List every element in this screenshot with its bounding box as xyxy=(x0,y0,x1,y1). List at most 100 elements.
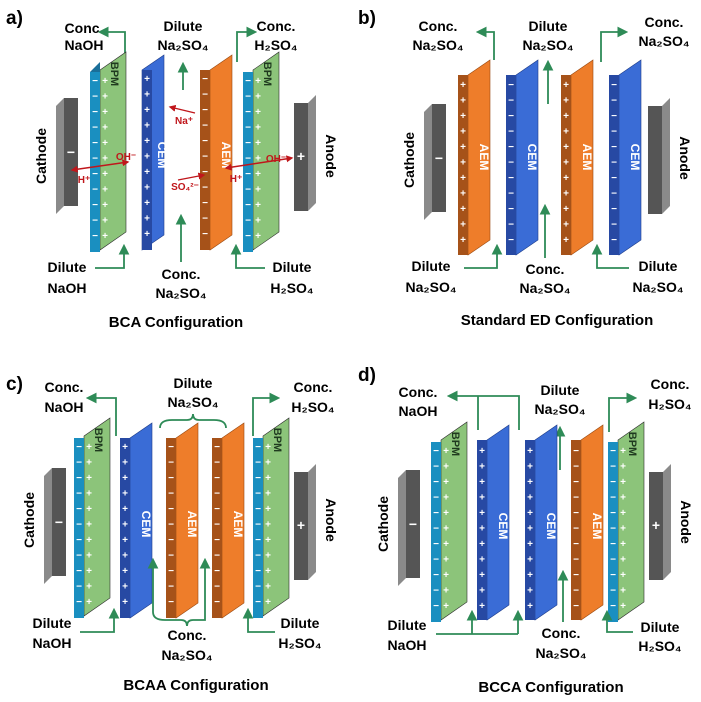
membrane-label: BPM xyxy=(271,428,283,452)
charge-glyph: + xyxy=(620,508,626,519)
stream-label: Dilute xyxy=(48,259,87,275)
stream-label: Dilute xyxy=(529,18,568,34)
grouping-brace xyxy=(152,580,206,627)
stream-label: NaOH xyxy=(65,37,104,53)
charge-glyph: + xyxy=(620,539,626,550)
charge-glyph: + xyxy=(255,138,261,149)
charge-glyph: − xyxy=(508,96,514,107)
charge-glyph: + xyxy=(102,76,108,87)
charge-glyph: + xyxy=(102,231,108,242)
charge-glyph: − xyxy=(168,458,174,469)
charge-glyph: + xyxy=(255,123,261,134)
charge-glyph: + xyxy=(265,582,271,593)
charge-glyph: − xyxy=(611,96,617,107)
charge-glyph: − xyxy=(573,555,579,566)
charge-glyph: − xyxy=(611,80,617,91)
electrode-label: Cathode xyxy=(401,132,417,188)
panel-caption: BCCA Configuration xyxy=(478,679,623,696)
charge-glyph: − xyxy=(508,127,514,138)
charge-glyph: + xyxy=(86,566,92,577)
charge-glyph: + xyxy=(460,80,466,91)
cathode-electrode: − xyxy=(56,98,78,214)
stream-label: Dilute xyxy=(639,258,678,274)
charge-glyph: − xyxy=(76,566,82,577)
charge-glyph: − xyxy=(92,92,98,103)
charge-glyph: − xyxy=(168,582,174,593)
inlet-arrow xyxy=(242,607,275,633)
charge-glyph: + xyxy=(527,586,533,597)
stream-label: H₂SO₄ xyxy=(278,635,321,651)
stream-label: Dilute xyxy=(281,615,320,631)
charge-glyph: + xyxy=(144,183,150,194)
stream-label: Dilute xyxy=(174,375,213,391)
charge-glyph: − xyxy=(168,442,174,453)
charge-glyph: − xyxy=(610,586,616,597)
ion-arrow xyxy=(70,159,130,173)
stream-label: Conc. xyxy=(45,379,84,395)
membrane-label: BPM xyxy=(92,428,104,452)
charge-glyph: − xyxy=(255,520,261,531)
panel-caption: BCA Configuration xyxy=(109,314,243,331)
cathode-electrode: − xyxy=(424,104,446,220)
charge-glyph: − xyxy=(214,535,220,546)
membrane-label: CEM xyxy=(155,142,169,169)
charge-glyph: + xyxy=(563,127,569,138)
charge-glyph: − xyxy=(610,477,616,488)
stream-label: Conc. xyxy=(162,266,201,282)
membrane-label: BPM xyxy=(261,62,273,86)
charge-glyph: + xyxy=(527,570,533,581)
cem-membrane: CEM xyxy=(141,54,169,251)
charge-glyph: − xyxy=(245,123,251,134)
charge-glyph: − xyxy=(611,173,617,184)
charge-glyph: + xyxy=(460,189,466,200)
charge-glyph: − xyxy=(92,138,98,149)
charge-glyph: + xyxy=(620,493,626,504)
membrane-label: AEM xyxy=(185,511,199,538)
charge-glyph: + xyxy=(563,96,569,107)
charge-glyph: + xyxy=(144,74,150,85)
stream-label: Na₂SO₄ xyxy=(405,279,456,295)
panel-b: b) Conc. Na₂SO₄ Dilute Na₂SO₄ Conc. Na₂S… xyxy=(358,8,693,329)
charge-glyph: + xyxy=(265,566,271,577)
bpm-membrane: BPM xyxy=(608,421,645,622)
charge-glyph: − xyxy=(202,136,208,147)
charge-glyph: − xyxy=(611,189,617,200)
outlet-arrow xyxy=(449,396,520,430)
charge-glyph: + xyxy=(527,446,533,457)
stream-label: Na₂SO₄ xyxy=(157,37,208,53)
charge-glyph: + xyxy=(122,442,128,453)
electrode-sign: + xyxy=(297,148,305,164)
charge-glyph: − xyxy=(168,535,174,546)
charge-glyph: − xyxy=(433,508,439,519)
aem-membrane: AEM xyxy=(458,59,491,256)
electrode-sign: − xyxy=(409,516,417,532)
panel-letter: d) xyxy=(358,365,376,386)
outlet-arrow xyxy=(252,392,281,436)
charge-glyph: − xyxy=(202,105,208,116)
charge-glyph: + xyxy=(443,462,449,473)
charge-glyph: + xyxy=(144,167,150,178)
charge-glyph: + xyxy=(265,489,271,500)
charge-glyph: + xyxy=(563,235,569,246)
charge-glyph: − xyxy=(255,582,261,593)
stream-label: Na₂SO₄ xyxy=(412,37,463,53)
charge-glyph: − xyxy=(76,535,82,546)
panel-d: d) Conc. NaOH Dilute Na₂SO₄ Conc. H₂SO₄ … xyxy=(358,365,694,696)
charge-glyph: + xyxy=(102,185,108,196)
charge-glyph: + xyxy=(255,169,261,180)
charge-glyph: − xyxy=(214,597,220,608)
inlet-arrow xyxy=(591,243,629,269)
charge-glyph: + xyxy=(122,520,128,531)
stream-label: Dilute xyxy=(388,617,427,633)
electrode-label: Cathode xyxy=(375,496,391,552)
charge-glyph: − xyxy=(610,462,616,473)
charge-glyph: + xyxy=(460,173,466,184)
charge-glyph: + xyxy=(460,220,466,231)
charge-glyph: + xyxy=(460,158,466,169)
aem-membrane: AEM xyxy=(200,54,233,251)
charge-glyph: − xyxy=(573,446,579,457)
charge-glyph: + xyxy=(527,555,533,566)
membrane-label: CEM xyxy=(139,511,153,538)
membrane-label: BPM xyxy=(626,432,638,456)
charge-glyph: + xyxy=(122,504,128,515)
